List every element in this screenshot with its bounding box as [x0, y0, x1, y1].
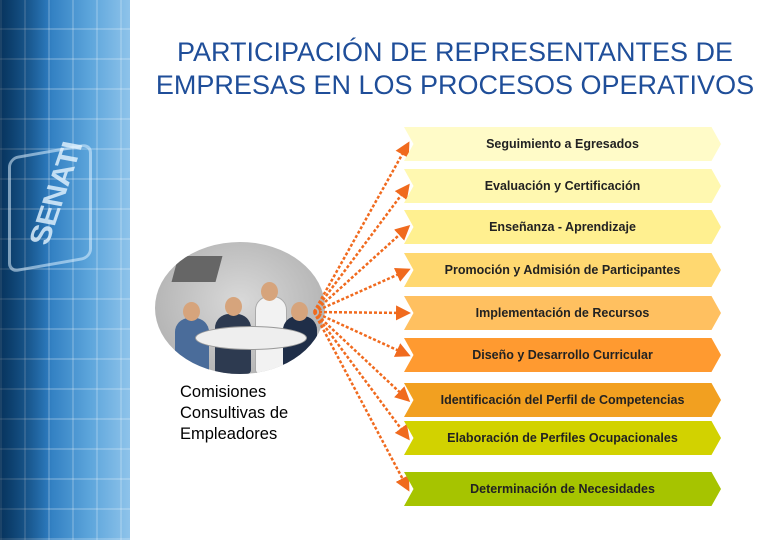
- stage-label: Seguimiento a Egresados: [486, 137, 639, 151]
- stage-4: Promoción y Admisión de Participantes: [404, 253, 721, 287]
- stage-label: Enseñanza - Aprendizaje: [489, 220, 636, 234]
- stage-label: Evaluación y Certificación: [484, 179, 641, 193]
- building-photo: SENATI: [0, 0, 130, 540]
- title-line-1: PARTICIPACIÓN DE REPRESENTANTES DE: [176, 37, 734, 67]
- stage-6: Diseño y Desarrollo Curricular: [404, 338, 721, 372]
- connector-arrow-7: [313, 311, 411, 403]
- meeting-photo: [155, 242, 325, 374]
- stage-label: Implementación de Recursos: [475, 306, 650, 320]
- connector-arrow-8: [312, 311, 410, 441]
- connector-arrow-1: [312, 141, 410, 313]
- stage-1: Seguimiento a Egresados: [404, 127, 721, 161]
- page-title: PARTICIPACIÓN DE REPRESENTANTES DE EMPRE…: [130, 36, 780, 102]
- stage-9: Determinación de Necesidades: [404, 472, 721, 506]
- stage-3: Enseñanza - Aprendizaje: [404, 210, 721, 244]
- stage-2: Evaluación y Certificación: [404, 169, 721, 203]
- stage-7: Identificación del Perfil de Competencia…: [404, 383, 721, 417]
- connector-arrow-9: [312, 311, 410, 492]
- title-line-2: EMPRESAS EN LOS PROCESOS OPERATIVOS: [155, 70, 755, 100]
- photo-caption: Comisiones Consultivas de Empleadores: [180, 383, 289, 443]
- connector-arrow-6: [313, 310, 411, 357]
- stage-8: Elaboración de Perfiles Ocupacionales: [404, 421, 721, 455]
- connector-arrow-5: [313, 305, 411, 321]
- stage-label: Elaboración de Perfiles Ocupacionales: [447, 431, 678, 445]
- connector-arrow-4: [313, 268, 411, 314]
- stage-5: Implementación de Recursos: [404, 296, 721, 330]
- connector-arrow-3: [313, 224, 411, 313]
- stage-label: Determinación de Necesidades: [470, 482, 655, 496]
- stage-label: Diseño y Desarrollo Curricular: [472, 348, 653, 362]
- stage-label: Identificación del Perfil de Competencia…: [440, 393, 685, 407]
- connector-arrow-2: [312, 183, 410, 313]
- stage-label: Promoción y Admisión de Participantes: [444, 263, 681, 277]
